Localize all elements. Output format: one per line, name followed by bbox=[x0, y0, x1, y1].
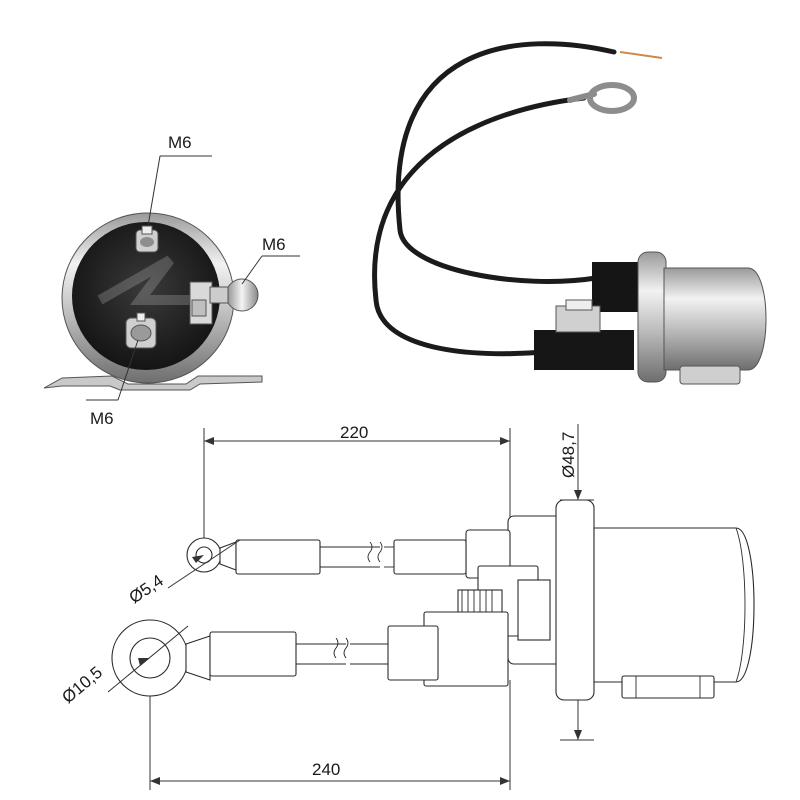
cable-upper bbox=[395, 41, 617, 284]
label-m6-right: M6 bbox=[262, 235, 286, 254]
cable-lower bbox=[372, 95, 587, 357]
leader-bottom bbox=[117, 339, 139, 401]
solenoid-body bbox=[663, 267, 767, 371]
ring-terminal bbox=[567, 82, 637, 114]
terminal-top bbox=[135, 225, 159, 253]
terminal-block-upper bbox=[592, 262, 638, 312]
cable-large-ring bbox=[111, 619, 439, 697]
label-dim-220: 220 bbox=[340, 423, 368, 442]
solenoid-end-view: M6 M6 M6 bbox=[43, 133, 300, 428]
watermark-logo bbox=[97, 255, 200, 305]
technical-drawing: 220 240 Ø48,7 36 bbox=[58, 423, 755, 790]
terminal-side bbox=[189, 278, 259, 325]
label-m6-top: M6 bbox=[168, 133, 192, 152]
leader-right bbox=[241, 255, 263, 285]
dimension-220: 220 bbox=[203, 423, 511, 552]
terminal-bottom bbox=[125, 312, 157, 349]
insulator-face bbox=[72, 222, 220, 370]
label-m6-bottom: M6 bbox=[90, 409, 114, 428]
flange bbox=[637, 251, 667, 383]
mounting-foot bbox=[679, 365, 741, 385]
leader-top bbox=[147, 155, 161, 227]
cable-small-ring bbox=[186, 537, 467, 575]
mounting-bracket bbox=[43, 375, 263, 391]
label-dim-5-4: Ø5,4 bbox=[126, 571, 167, 607]
label-dim-240: 240 bbox=[312, 760, 340, 779]
solenoid-side-view bbox=[372, 41, 767, 385]
label-dim-10-5: Ø10,5 bbox=[58, 663, 106, 707]
terminal-block-drawing bbox=[423, 529, 551, 687]
terminal-block-lower bbox=[534, 330, 634, 370]
label-dim-48-7: Ø48,7 bbox=[559, 432, 578, 478]
